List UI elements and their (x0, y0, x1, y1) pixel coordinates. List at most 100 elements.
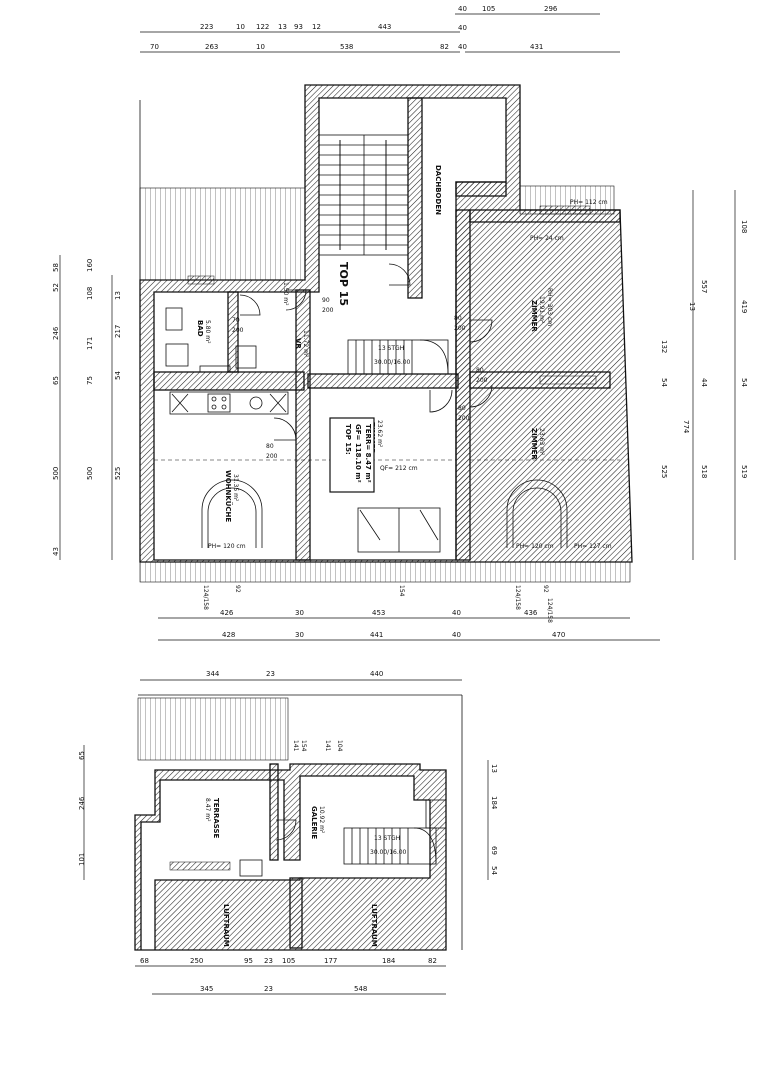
dim-topr-2: 105 (482, 5, 495, 13)
dim-left-2: 160 (86, 259, 94, 272)
label-terrasse-area: 8.47 m² (204, 798, 211, 822)
dim-top2-1: 70 (150, 43, 159, 51)
gallery-dim-left-3: 101 (78, 853, 86, 866)
dim-top2-5: 82 (440, 43, 449, 51)
dim-right-6: 54 (660, 378, 668, 387)
gallery-dim-bottom2-1: 345 (200, 985, 213, 993)
roof-area-gallery (137, 697, 289, 761)
gallery-dim-left-1: 65 (78, 751, 86, 760)
dim-rightb-1: 774 (682, 420, 690, 434)
dim-right-5: 13 (688, 302, 696, 311)
dim-right-2: 557 (700, 280, 708, 293)
gallery-door (275, 819, 297, 841)
dim-left-3: 52 (52, 283, 60, 292)
dim-leftb-4: 75 (86, 376, 94, 385)
door-size-7: 80 (458, 405, 466, 412)
dim-top-1: 223 (200, 23, 213, 31)
doors-upper (239, 263, 493, 441)
door-size-12: 200 (476, 377, 488, 384)
label-bad-area: 5.80 m² (204, 320, 211, 344)
gallery-mark-141a: 141 (292, 740, 299, 752)
dim-bottom-4: 40 (452, 609, 461, 617)
gallery-stair-info: 13 STGH (374, 835, 400, 842)
dim-top2-2: 263 (205, 43, 218, 51)
dim-bottom-5: 436 (524, 609, 538, 617)
gallery-floor-plan: 344 23 440 65 246 101 184 69 54 13 68 25… (78, 670, 498, 995)
dim-bottom2-3: 441 (370, 631, 383, 639)
label-ph-top2: PH= 112 cm (570, 199, 608, 206)
window-mark-5: 124/158 (546, 598, 553, 623)
window-mark-2: 92 (234, 585, 241, 593)
dim-top-3: 122 (256, 23, 269, 31)
label-wc-area: 1.50 m² (282, 282, 289, 306)
dim-top-2: 10 (236, 23, 245, 31)
dim-topr-6: 431 (530, 43, 543, 51)
label-ph-top: PH= 24 cm (530, 235, 564, 242)
dim-topr-3: 296 (544, 5, 558, 13)
gallery-dim-bottom-8: 82 (428, 957, 437, 965)
dim-left-6: 65 (52, 376, 60, 385)
gallery-dim-top-3: 440 (370, 670, 383, 678)
dim-left-1: 58 (52, 263, 60, 272)
dim-top-7: 443 (378, 23, 391, 31)
dim-top-5: 93 (294, 23, 303, 31)
label-zimmer-1: ZIMMER (530, 300, 538, 332)
gallery-dim-bottom-7: 184 (382, 957, 396, 965)
label-zimmer-3: ZIMMER (530, 428, 538, 460)
label-bad: BAD (196, 320, 204, 337)
dim-rightb-2: 525 (660, 465, 668, 478)
dim-leftb-5: 54 (114, 371, 122, 380)
summary-line-3: TERR= 8.47 m² (364, 424, 372, 483)
label-ph-left: PH= 120 cm (208, 543, 246, 550)
dim-leftb-6: 500 (86, 467, 94, 480)
wall-stair-dachboden (407, 97, 423, 299)
dim-bottom2-1: 428 (222, 631, 235, 639)
dim-rightb-3: 54 (740, 378, 748, 387)
gallery-dim-bottom-5: 105 (282, 957, 295, 965)
door-size-1: 80 (454, 315, 462, 322)
door-size-2: 200 (454, 325, 466, 332)
gallery-dim-bottom-6: 177 (324, 957, 337, 965)
gallery-mark-141b: 141 (324, 740, 331, 752)
label-stair-info: 13 STGH (378, 345, 404, 352)
gallery-window (239, 859, 263, 877)
label-luftraum-2: LUFTRAUM (370, 904, 378, 947)
label-top15: TOP 15 (337, 262, 350, 306)
window-mark-6: 154 (398, 585, 405, 597)
door-size-8: 200 (458, 415, 470, 422)
door-size-5: 80 (266, 443, 274, 450)
label-zimmer-3-area: 23.63 m² (538, 428, 545, 456)
radiators (187, 205, 597, 385)
dim-top2-3: 10 (256, 43, 265, 51)
label-dachboden: DACHBODEN (434, 165, 442, 215)
gallery-dim-right-3: 54 (490, 866, 498, 875)
summary-line-2: GF= 118.10 m² (354, 424, 362, 483)
gallery-dim-bottom-4: 23 (264, 957, 273, 965)
dim-bottom-1: 426 (220, 609, 234, 617)
window-mark-3: 124/158 (514, 585, 521, 610)
label-zimmer-1-area: 19.91 m² (538, 296, 545, 324)
gallery-dim-bottom2-3: 548 (354, 985, 367, 993)
dim-leftb-1: 13 (114, 291, 122, 300)
gallery-stair-info2: 30.00/16.00 (370, 849, 407, 856)
dim-rightb-4: 44 (700, 378, 708, 387)
dim-bottom2-2: 30 (295, 631, 304, 639)
dim-leftb-3: 171 (86, 337, 94, 350)
summary-line-1: TOP 15: (344, 424, 352, 455)
wall-zimmer-middle-top (307, 373, 459, 389)
dim-left-7: 500 (52, 467, 60, 480)
gallery-dim-bottom-3: 95 (244, 957, 253, 965)
wall-bad-kitchen (153, 371, 305, 391)
staircase-internal (347, 339, 449, 375)
gallery-wall-lower-divider (289, 877, 303, 949)
label-zimmer-2-area: 23.62 m² (376, 420, 383, 448)
label-qf: QF= 212 cm (380, 465, 418, 472)
area-summary-box: TOP 15: GF= 118.10 m² TERR= 8.47 m² (329, 417, 375, 493)
gallery-dim-right-1: 184 (490, 796, 498, 810)
door-size-3: 70 (232, 317, 240, 324)
window-mark-4: 92 (542, 585, 549, 593)
window-mark-1: 124/158 (202, 585, 209, 610)
roof-area-left (139, 187, 306, 281)
gallery-dim-bottom-2: 250 (190, 957, 203, 965)
